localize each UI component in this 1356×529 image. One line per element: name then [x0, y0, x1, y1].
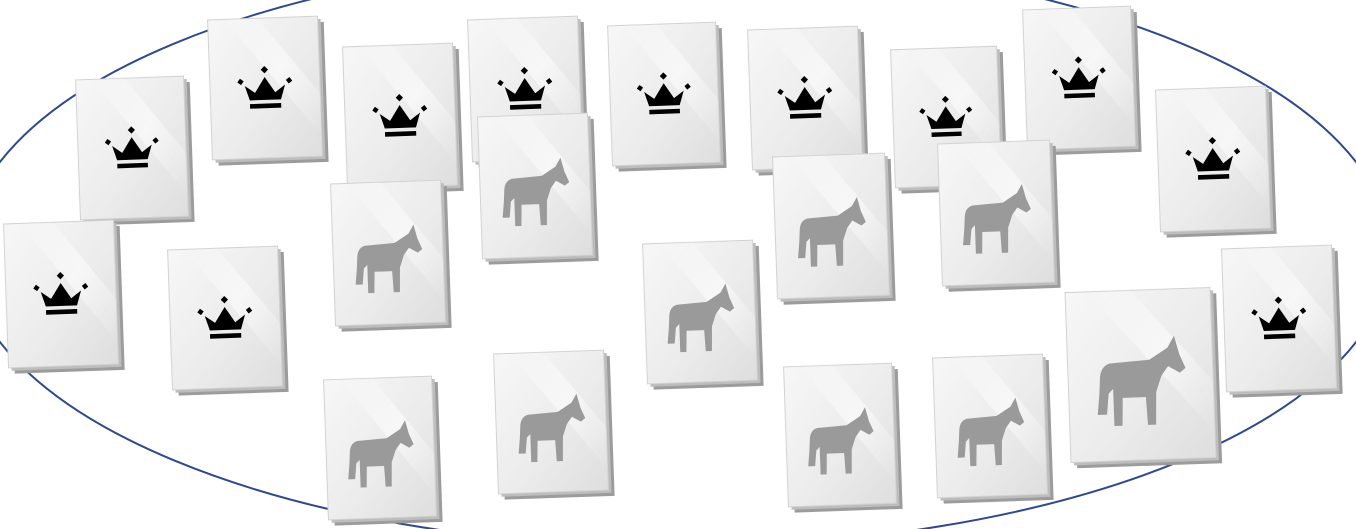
horse-card [324, 376, 443, 526]
horse-card [933, 354, 1054, 504]
horse-card [784, 363, 903, 513]
crown-card [608, 22, 727, 172]
horse-card [478, 113, 599, 265]
crown-card [208, 16, 329, 166]
crown-card [1023, 6, 1142, 156]
crown-card [343, 43, 464, 195]
horse-card [1065, 287, 1222, 468]
crown-card [4, 220, 125, 374]
crown-card [76, 76, 195, 226]
horse-card [643, 240, 764, 390]
crown-card [1222, 245, 1343, 398]
crown-card [1156, 86, 1277, 238]
horse-card [331, 180, 452, 332]
horse-card [938, 140, 1061, 292]
crown-card [168, 246, 289, 396]
horse-card [773, 153, 896, 305]
cards-layer [4, 6, 1343, 526]
horse-card [494, 350, 615, 500]
crown-card [748, 26, 869, 176]
